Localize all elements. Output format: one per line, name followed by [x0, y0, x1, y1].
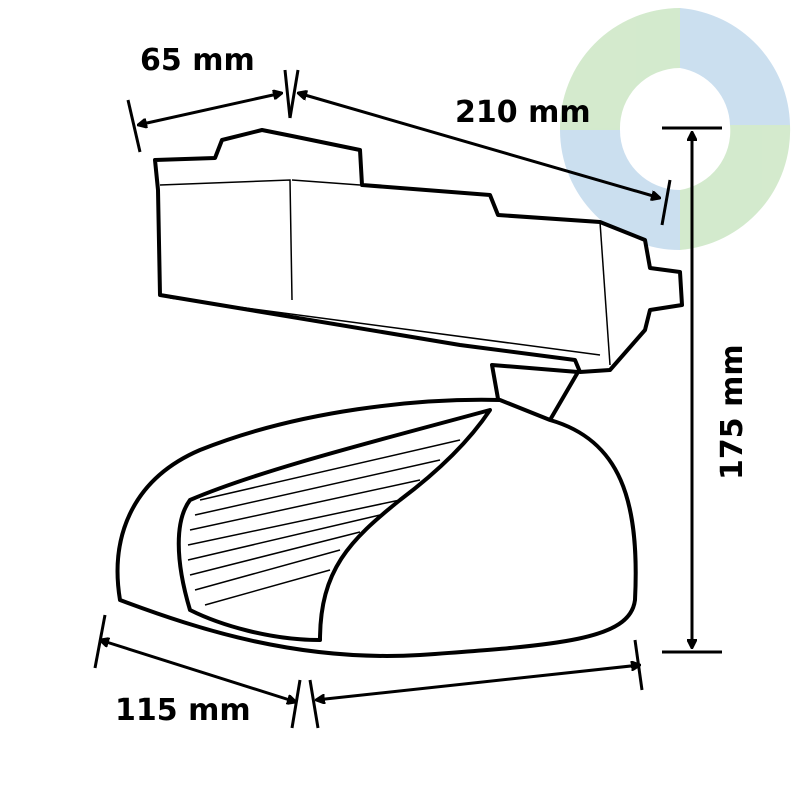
depth-dimension-label: 65 mm	[140, 43, 255, 78]
dimension-lines	[93, 69, 722, 729]
height-dimension-label: 175 mm	[715, 344, 750, 480]
width-dimension-label: 115 mm	[115, 693, 251, 728]
length-dimension-label: 210 mm	[455, 95, 591, 130]
reflector-fins	[187, 439, 461, 606]
lamp-head	[115, 397, 638, 658]
track-adapter	[153, 128, 684, 374]
